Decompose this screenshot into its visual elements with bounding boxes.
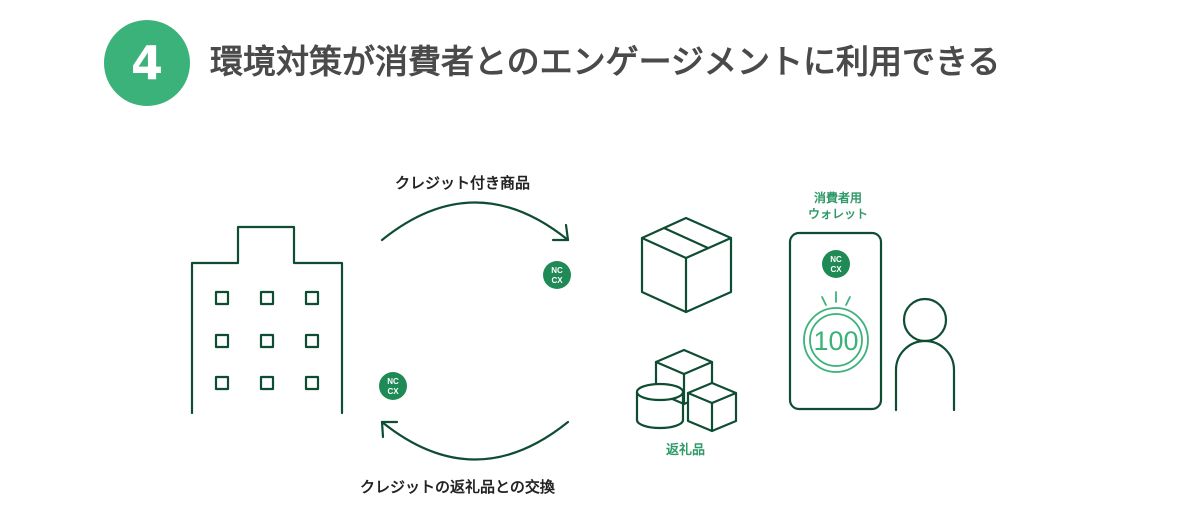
wallet-label: 消費者用 ウォレット	[806, 190, 870, 222]
product-box-icon	[640, 216, 733, 314]
wallet-label-line1: 消費者用	[813, 191, 862, 205]
step-number: 4	[130, 36, 163, 90]
nccx-badge-icon: NC CX	[379, 372, 407, 400]
badge-text-cx: CX	[830, 265, 842, 274]
nccx-badge-icon: NC CX	[822, 250, 850, 278]
wallet-label-line2: ウォレット	[807, 207, 868, 221]
top-flow-arrow	[380, 201, 570, 242]
points-ring-icon	[803, 291, 869, 373]
badge-text-cx: CX	[387, 387, 399, 396]
bottom-flow-arrow	[380, 420, 570, 461]
gifts-icon	[635, 348, 738, 433]
step-number-badge: 4	[104, 20, 190, 106]
page-title: 環境対策が消費者とのエンゲージメントに利用できる	[210, 42, 1001, 81]
badge-text-nc: NC	[830, 255, 842, 264]
wallet-points-value: 100	[813, 326, 858, 356]
bottom-arrow-label: クレジットの返礼品との交換	[360, 478, 555, 496]
company-building-icon	[190, 225, 344, 415]
badge-text-nc: NC	[551, 266, 563, 275]
badge-text-nc: NC	[387, 377, 399, 386]
wallet-phone-icon	[788, 231, 883, 411]
nccx-badge-icon: NC CX	[543, 261, 571, 289]
badge-text-cx: CX	[551, 276, 563, 285]
gifts-label: 返礼品	[666, 443, 706, 458]
consumer-person-icon	[894, 297, 956, 412]
top-arrow-label: クレジット付き商品	[395, 174, 531, 192]
